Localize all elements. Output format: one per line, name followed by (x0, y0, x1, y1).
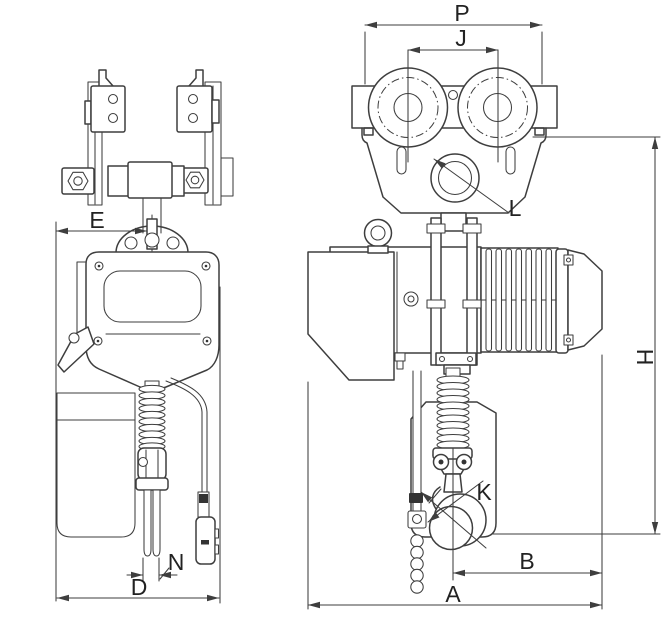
dim-P: P (364, 0, 543, 85)
dim-label-B: B (519, 548, 534, 574)
dim-D: D (56, 286, 221, 604)
dim-label-A: A (445, 581, 461, 607)
suspension-mount (115, 197, 189, 254)
dim-label-J: J (455, 25, 467, 51)
dim-J: J (407, 25, 499, 163)
dim-A: A (307, 354, 603, 610)
trolley-side (351, 67, 558, 232)
control-box (307, 251, 395, 381)
brake-lever (57, 326, 95, 373)
limit-spring-front (138, 380, 166, 451)
motor-end-cap (563, 249, 603, 351)
dim-L: L (433, 158, 522, 221)
hook-front (135, 447, 169, 557)
dim-label-D: D (131, 574, 148, 600)
dim-label-E: E (89, 207, 104, 233)
slack-chain (407, 370, 427, 594)
pendant-down-button (214, 544, 220, 555)
dim-label-H: H (632, 349, 658, 366)
dim-H: H (492, 136, 661, 535)
trolley-front (84, 69, 234, 206)
dim-B: B (452, 447, 603, 581)
dim-label-K: K (476, 479, 492, 505)
suspension-shaft (61, 161, 209, 199)
beam-flange (351, 85, 558, 129)
dim-label-P: P (454, 0, 469, 26)
hoist-body-front (57, 251, 220, 390)
chain-bag (56, 392, 136, 538)
hoist-body-side (307, 217, 603, 381)
side-view: P J L H K B (307, 0, 661, 610)
dim-E: E (55, 207, 148, 602)
dim-label-L: L (509, 195, 522, 221)
eye-bolt (363, 218, 393, 254)
limit-spring-side (436, 367, 470, 450)
dim-N: N (126, 549, 185, 582)
pendant-cable (165, 377, 208, 493)
hook-assembly-side (428, 447, 487, 551)
pendant-up-button (214, 528, 220, 539)
gear-cover-panel (103, 270, 202, 323)
front-view: E N D (55, 69, 234, 604)
dim-label-N: N (168, 549, 185, 575)
motor-fins (480, 247, 569, 354)
pendant-control (195, 491, 220, 565)
